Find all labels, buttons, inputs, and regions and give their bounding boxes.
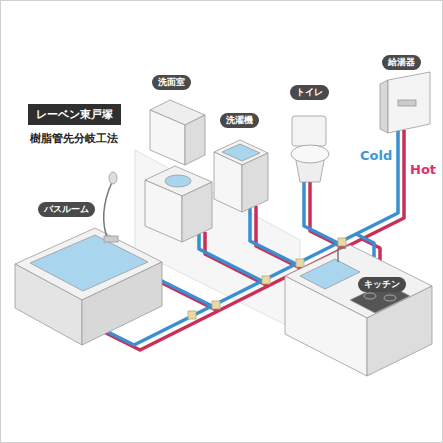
heater-side	[380, 80, 388, 133]
burner	[364, 293, 376, 299]
water-heater	[380, 72, 430, 133]
washer-tub	[222, 144, 260, 161]
node-text: レーベン東戸塚	[36, 107, 113, 122]
method-note: 樹脂管先分岐工法	[30, 131, 118, 146]
toilet	[291, 116, 329, 182]
node-text: 給湯器	[388, 56, 415, 69]
cold-label: Cold	[360, 148, 392, 163]
node-text: バスルーム	[44, 203, 89, 216]
room-badge: 洗濯機	[220, 113, 259, 128]
cold-branch-washer	[250, 201, 296, 264]
washer-front	[214, 152, 242, 212]
cold-branch-toilet	[304, 177, 338, 243]
node-text: キッチン	[364, 278, 400, 291]
vanity	[145, 100, 212, 242]
kitchen-front	[285, 276, 367, 376]
washer-side	[242, 153, 268, 212]
room-badge: 給湯器	[382, 55, 421, 70]
bathtub	[15, 172, 162, 345]
vanity-side	[182, 182, 212, 242]
node-text: 洗面室	[158, 76, 185, 89]
burner	[384, 295, 396, 301]
joint	[338, 238, 346, 246]
washing-machine	[214, 140, 268, 212]
joint	[188, 311, 196, 319]
room-badge: バスルーム	[38, 202, 95, 217]
vanity-front	[145, 180, 182, 242]
vanity-sink	[165, 175, 191, 187]
shower-hose	[104, 182, 112, 240]
kitchen-faucet	[338, 248, 346, 262]
node-text: トイレ	[296, 86, 323, 99]
hot-branch-washer	[256, 206, 302, 269]
room-badge: トイレ	[290, 85, 329, 100]
joint	[296, 259, 304, 267]
kitchen-sink	[300, 259, 360, 289]
kitchen	[285, 245, 432, 376]
heater-panel	[398, 100, 416, 106]
shower-head	[109, 172, 117, 184]
room-badge: キッチン	[358, 277, 406, 292]
toilet-bowl	[291, 145, 329, 163]
mirror-front	[150, 110, 185, 165]
room-badge: 洗面室	[152, 75, 191, 90]
bath-faucet	[104, 236, 118, 242]
hot-label: Hot	[410, 162, 436, 177]
toilet-tank	[292, 116, 326, 146]
cold-branch-vanity	[199, 227, 262, 281]
mirror-side	[185, 115, 205, 165]
tub-water	[30, 235, 148, 291]
joint	[262, 276, 270, 284]
heater-front	[388, 72, 430, 133]
title-box: レーベン東戸塚	[28, 104, 121, 125]
joint	[212, 301, 220, 309]
node-text: 洗濯機	[226, 114, 253, 127]
